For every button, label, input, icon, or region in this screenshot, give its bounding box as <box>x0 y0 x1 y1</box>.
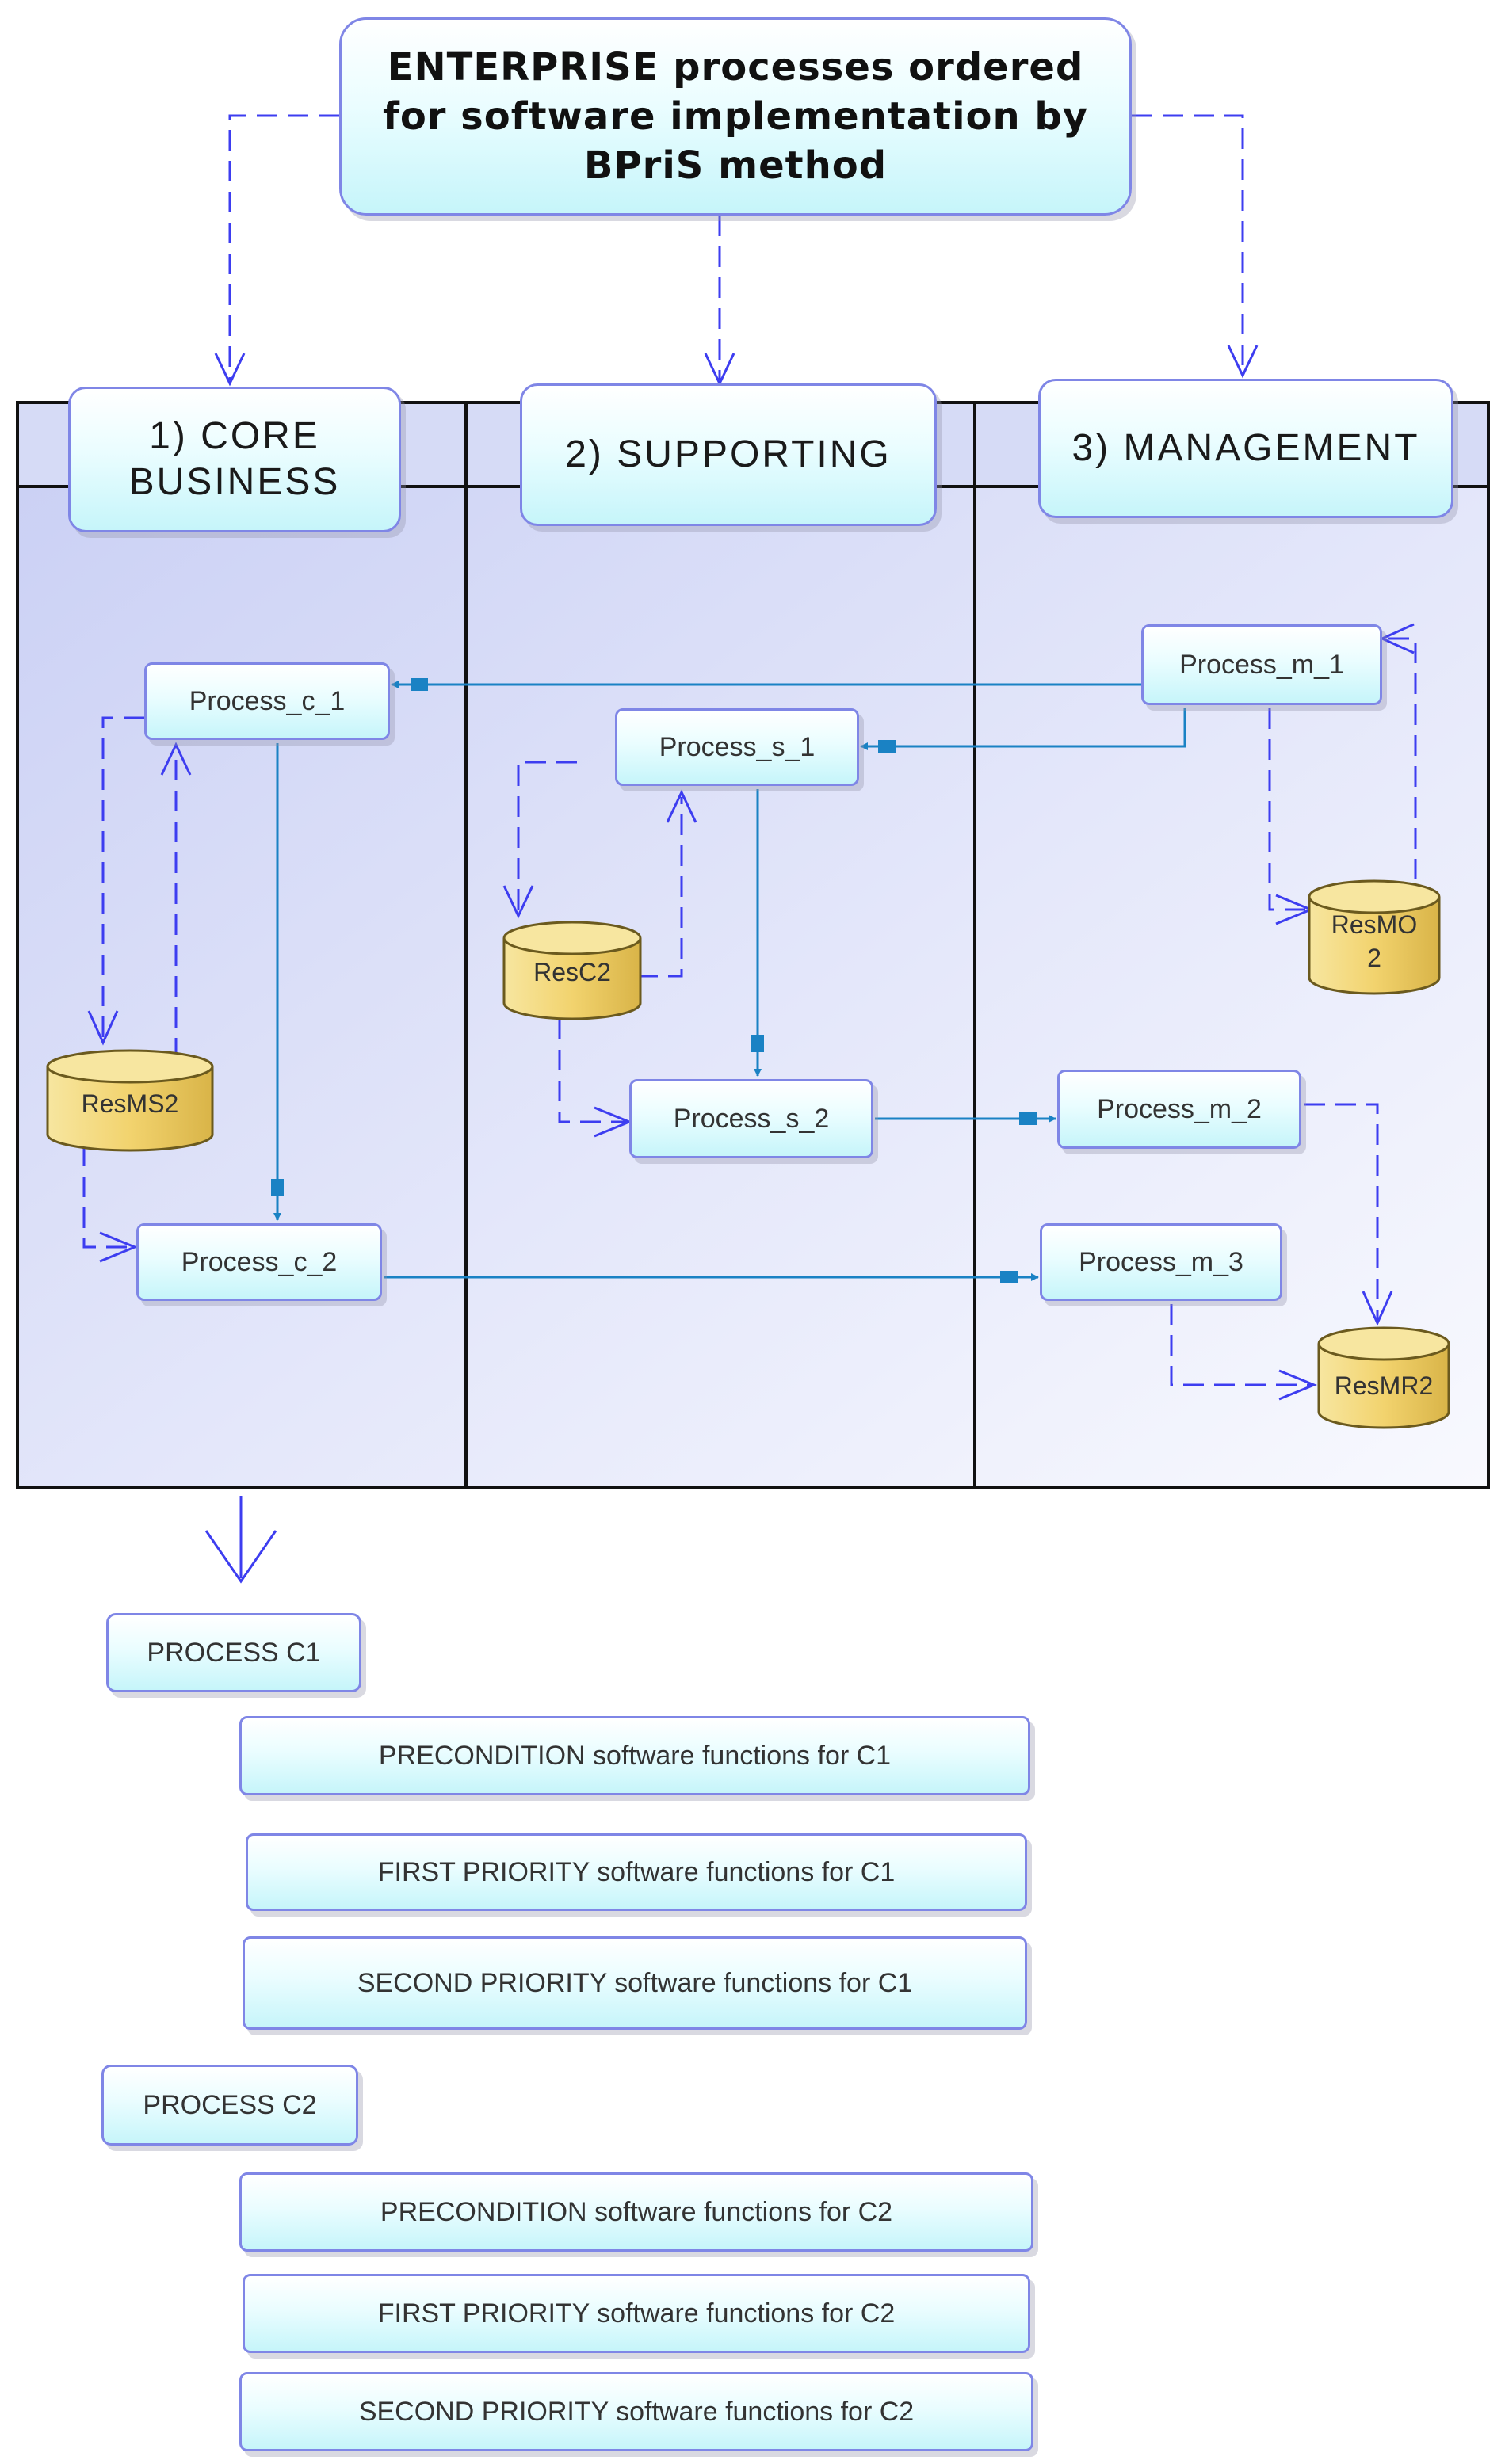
c2-precondition-label: PRECONDITION software functions for C2 <box>380 2196 893 2227</box>
resource-resmr2: ResMR2 <box>1317 1326 1450 1429</box>
resmo2-label-line1: ResMO <box>1331 910 1417 939</box>
process-m-2-label: Process_m_2 <box>1097 1093 1262 1124</box>
process-s-1-box[interactable]: Process_s_1 <box>615 708 859 786</box>
lane-header-supporting-label: 2) SUPPORTING <box>565 433 892 475</box>
c1-precondition-label: PRECONDITION software functions for C1 <box>378 1740 892 1771</box>
c2-second-priority-label: SECOND PRIORITY software functions for C… <box>358 2396 915 2427</box>
resource-resc2: ResC2 <box>502 921 642 1020</box>
process-c1-heading[interactable]: PROCESS C1 <box>106 1613 361 1692</box>
process-m-3-label: Process_m_3 <box>1079 1246 1243 1277</box>
process-s-2-label: Process_s_2 <box>673 1103 830 1134</box>
c1-first-priority-item[interactable]: FIRST PRIORITY software functions for C1 <box>246 1833 1027 1911</box>
process-c2-heading[interactable]: PROCESS C2 <box>101 2065 358 2146</box>
lane-header-management: 3) MANAGEMENT <box>1038 379 1453 518</box>
c1-second-priority-item[interactable]: SECOND PRIORITY software functions for C… <box>243 1936 1027 2030</box>
process-c-1-label: Process_c_1 <box>189 685 346 716</box>
c2-first-priority-item[interactable]: FIRST PRIORITY software functions for C2 <box>243 2274 1030 2353</box>
c2-precondition-item[interactable]: PRECONDITION software functions for C2 <box>239 2172 1033 2252</box>
c1-precondition-item[interactable]: PRECONDITION software functions for C1 <box>239 1716 1030 1795</box>
process-s-2-box[interactable]: Process_s_2 <box>629 1079 873 1158</box>
resource-resms2: ResMS2 <box>46 1049 214 1152</box>
swimlane-pool <box>16 401 1490 1489</box>
diagram-title-box: ENTERPRISE processes ordered for softwar… <box>339 17 1132 216</box>
resms2-label: ResMS2 <box>82 1089 179 1118</box>
resource-resmo2: ResMO 2 <box>1308 879 1441 995</box>
lane-header-supporting: 2) SUPPORTING <box>520 383 937 526</box>
title-connector-arrowheads <box>214 345 1259 387</box>
diagram-title: ENTERPRISE processes ordered for softwar… <box>382 45 1089 188</box>
resource-connectors <box>82 637 1417 1386</box>
resmr2-label: ResMR2 <box>1335 1371 1433 1400</box>
process-c-2-box[interactable]: Process_c_2 <box>136 1223 382 1301</box>
process-c1-heading-label: PROCESS C1 <box>147 1637 321 1668</box>
title-to-lane-connectors <box>228 114 1244 380</box>
process-c2-heading-label: PROCESS C2 <box>143 2089 317 2120</box>
c2-second-priority-item[interactable]: SECOND PRIORITY software functions for C… <box>239 2372 1033 2451</box>
resc2-label: ResC2 <box>533 958 611 986</box>
c1-second-priority-label: SECOND PRIORITY software functions for C… <box>357 1967 913 1998</box>
process-m-3-box[interactable]: Process_m_3 <box>1040 1223 1282 1301</box>
lane-header-core-business-label: 1) CORE BUSINESS <box>128 415 341 503</box>
resmo2-label-line2: 2 <box>1367 944 1381 972</box>
process-c-2-label: Process_c_2 <box>181 1246 338 1277</box>
lane-header-management-label: 3) MANAGEMENT <box>1071 427 1420 469</box>
process-m-2-box[interactable]: Process_m_2 <box>1057 1070 1301 1149</box>
down-arrow <box>204 1496 277 1584</box>
process-c-1-box[interactable]: Process_c_1 <box>144 662 390 740</box>
process-m-1-label: Process_m_1 <box>1179 649 1344 680</box>
process-m-1-box[interactable]: Process_m_1 <box>1141 624 1382 705</box>
lane-header-core-business: 1) CORE BUSINESS <box>68 387 401 532</box>
c1-first-priority-label: FIRST PRIORITY software functions for C1 <box>377 1856 896 1887</box>
c2-first-priority-label: FIRST PRIORITY software functions for C2 <box>377 2298 896 2329</box>
process-s-1-label: Process_s_1 <box>659 731 816 762</box>
solid-flow-endcaps <box>271 678 1037 1283</box>
